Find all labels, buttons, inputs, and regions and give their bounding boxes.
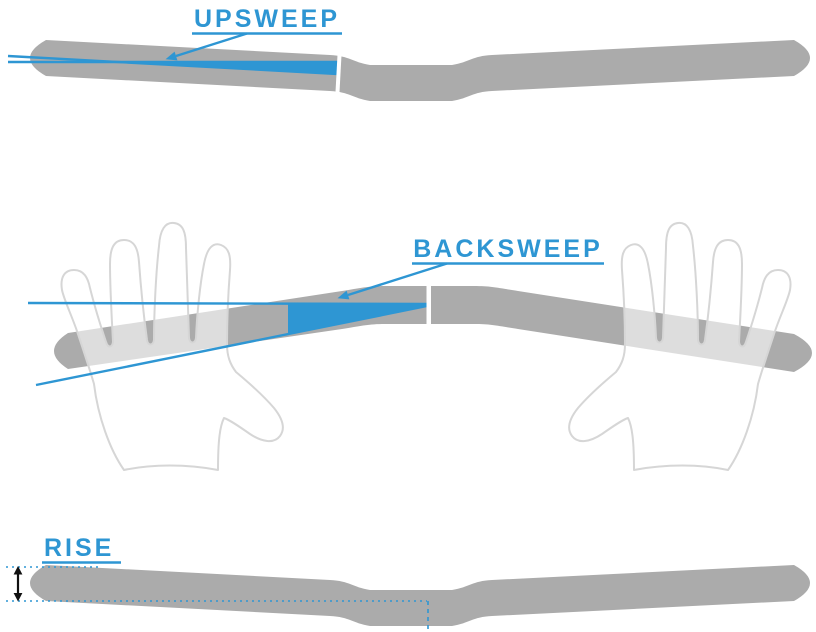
backsweep-angle-wedge	[288, 303, 427, 334]
handlebar-top-view	[54, 286, 812, 372]
rise-arrowhead-down-icon	[13, 593, 23, 602]
upsweep-label: UPSWEEP	[194, 5, 340, 33]
backsweep-axis-line	[35, 304, 428, 387]
backsweep-label: BACKSWEEP	[413, 235, 603, 263]
rise-arrowhead-up-icon	[13, 566, 23, 575]
upsweep-arrowhead-icon	[165, 51, 178, 61]
backsweep-arrow-line	[347, 262, 448, 297]
rise-section: RISE	[6, 534, 810, 631]
handlebar-front-view-bottom	[30, 565, 810, 626]
clamp-divider-top	[335, 52, 342, 95]
upsweep-angle-wedge	[118, 62, 338, 75]
backsweep-arrowhead-icon	[337, 290, 350, 300]
left-hand-outline	[60, 221, 284, 471]
backsweep-horizontal-line	[27, 301, 428, 306]
backsweep-section: BACKSWEEP	[27, 221, 812, 471]
clamp-divider-middle	[426, 283, 431, 327]
upsweep-section: UPSWEEP	[7, 5, 810, 101]
rise-label: RISE	[44, 534, 114, 562]
upsweep-arrow-line	[175, 32, 248, 58]
handlebar-front-view	[30, 40, 810, 101]
